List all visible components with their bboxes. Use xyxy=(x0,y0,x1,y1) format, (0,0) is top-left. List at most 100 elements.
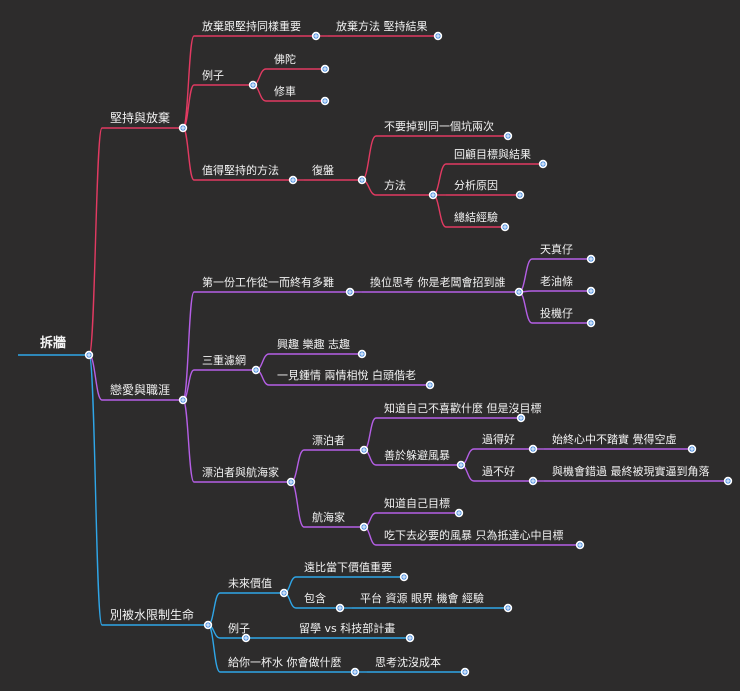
node-label-b0.1.1: 修車 xyxy=(274,84,296,98)
node-label-b1.2.0: 漂泊者 xyxy=(312,434,345,447)
node-toggle-b2.0.1[interactable] xyxy=(335,603,345,613)
node-toggle-b1.2[interactable] xyxy=(286,477,296,487)
connector-b0.2 xyxy=(182,127,195,181)
node-toggle-b0.2.0[interactable] xyxy=(357,175,367,185)
node-toggle-b1.1.1[interactable] xyxy=(425,380,435,390)
node-toggle-b0.0.0[interactable] xyxy=(433,31,443,41)
node-toggle-b2.2.0[interactable] xyxy=(460,667,470,677)
node-label-b1.0.0: 換位思考 你是老闆會招到誰 xyxy=(370,275,506,289)
node-toggle-b0.2.0.1[interactable] xyxy=(428,190,438,200)
node-label-b1.2.0.1.0: 過得好 xyxy=(482,432,515,446)
node-label-b1.1: 三重濾網 xyxy=(202,353,246,367)
node-toggle-b0.2.0.0[interactable] xyxy=(503,131,513,141)
connector-b0.0 xyxy=(182,35,195,129)
node-toggle-b0.2.0.1.2[interactable] xyxy=(500,222,510,232)
connector-b1.2 xyxy=(182,399,195,483)
node-label-b1.1.0: 興趣 樂趣 志趣 xyxy=(277,337,350,351)
node-label-b2.0.1.0: 平台 資源 眼界 機會 經驗 xyxy=(360,591,484,605)
node-label-b0.2.0.1: 方法 xyxy=(384,178,406,192)
node-toggle-b1.2.0.1[interactable] xyxy=(456,460,466,470)
node-label-b2.2.0: 思考沈沒成本 xyxy=(375,655,441,669)
node-toggle-b1.1.0[interactable] xyxy=(357,349,367,359)
node-label-b0.2.0: 復盤 xyxy=(312,164,334,177)
node-label-b2.0.1: 包含 xyxy=(304,591,326,605)
node-toggle-b1.2.0.1.1.0[interactable] xyxy=(723,476,733,486)
node-toggle-b2.2[interactable] xyxy=(350,667,360,677)
node-label-b2: 別被水限制生命 xyxy=(110,607,194,622)
node-toggle-b2.1[interactable] xyxy=(241,633,251,643)
node-label-b1.0: 第一份工作從一而終有多難 xyxy=(202,275,334,289)
node-label-b1.2.0.0: 知道自己不喜歡什麼 但是沒目標 xyxy=(384,401,542,415)
node-label-b2.0.0: 遠比當下價值重要 xyxy=(304,560,392,574)
node-toggle-b1.2.1.0[interactable] xyxy=(454,508,464,518)
root-node-toggle[interactable] xyxy=(84,350,94,360)
node-label-b1.2.0.1: 善於躲避風暴 xyxy=(384,448,450,462)
node-label-b2.1.0: 留學 vs 科技部計畫 xyxy=(299,621,395,635)
node-label-b2.0: 未來價值 xyxy=(228,576,272,590)
connector-b0.2.0.1.2 xyxy=(432,194,447,228)
node-label-b1.2.0.1.1: 過不好 xyxy=(482,464,515,478)
node-toggle-b0.1[interactable] xyxy=(248,80,258,90)
node-toggle-b1.1[interactable] xyxy=(251,365,261,375)
node-toggle-b2.0.1.0[interactable] xyxy=(503,603,513,613)
node-label-b1.2.0.1.0.0: 始終心中不踏實 覺得空虛 xyxy=(552,432,677,446)
node-label-b1.2: 漂泊者與航海家 xyxy=(202,465,279,479)
node-toggle-b1.2.0[interactable] xyxy=(359,445,369,455)
node-toggle-b1.2.1.1[interactable] xyxy=(575,540,585,550)
node-toggle-b1.2.1[interactable] xyxy=(359,522,369,532)
node-toggle-b1.2.0.1.0.0[interactable] xyxy=(687,444,697,454)
node-toggle-b0.1.0[interactable] xyxy=(320,64,330,74)
node-label-b0.2.0.1.2: 總結經驗 xyxy=(454,210,498,224)
node-toggle-b1[interactable] xyxy=(178,395,188,405)
connector-b1.0.0.2 xyxy=(518,291,533,324)
node-label-b0: 堅持與放棄 xyxy=(110,110,170,125)
node-label-b1.2.1: 航海家 xyxy=(312,510,345,524)
node-toggle-b0.2[interactable] xyxy=(288,175,298,185)
connector-b0.2.0.1.0 xyxy=(432,163,447,196)
node-toggle-b1.0[interactable] xyxy=(345,287,355,297)
node-label-b1.2.1.0: 知道自己目標 xyxy=(384,496,450,510)
node-label-b0.0: 放棄跟堅持同樣重要 xyxy=(202,19,301,33)
node-label-b2.2: 給你一杯水 你會做什麼 xyxy=(228,655,342,669)
connector-b2.0 xyxy=(207,592,221,626)
connector-b1.2.1 xyxy=(290,481,305,528)
node-toggle-b2.0.0[interactable] xyxy=(399,572,409,582)
node-toggle-b0.1.1[interactable] xyxy=(320,96,330,106)
node-label-b1.0.0.2: 投機仔 xyxy=(540,306,573,320)
connector-b1.2.0 xyxy=(290,449,305,483)
connector-b0.2.0.0 xyxy=(361,135,377,181)
node-toggle-b1.2.0.1.0[interactable] xyxy=(528,444,538,454)
node-toggle-b1.0.0.2[interactable] xyxy=(586,318,596,328)
node-toggle-b1.0.0[interactable] xyxy=(514,287,524,297)
node-toggle-b2[interactable] xyxy=(203,620,213,630)
node-toggle-b1.2.0.1.1[interactable] xyxy=(528,476,538,486)
node-label-b0.2.0.0: 不要掉到同一個坑兩次 xyxy=(384,119,494,133)
connector-lines xyxy=(18,35,728,673)
connector-b1.0.0.0 xyxy=(518,258,533,293)
node-toggle-b2.1.0[interactable] xyxy=(405,633,415,643)
node-label-b1.2.1.1: 吃下去必要的風暴 只為抵達心中目標 xyxy=(384,528,564,542)
node-label-b0.2.0.1.1: 分析原因 xyxy=(454,178,498,192)
connector-b2 xyxy=(88,354,103,626)
connector-b0 xyxy=(88,127,103,356)
node-toggle-b1.0.0.1[interactable] xyxy=(586,286,596,296)
connector-b1.2.0.0 xyxy=(363,417,377,451)
node-toggle-b2.0[interactable] xyxy=(279,588,289,598)
node-toggle-b1.2.0.0[interactable] xyxy=(516,413,526,423)
node-label-b0.2: 值得堅持的方法 xyxy=(202,163,279,177)
node-toggle-b1.0.0.0[interactable] xyxy=(586,254,596,264)
node-label-b1.1.1: 一見鍾情 兩情相悅 白頭偕老 xyxy=(277,368,416,382)
node-toggle-b0.0[interactable] xyxy=(311,31,321,41)
node-toggle-b0.2.0.1.1[interactable] xyxy=(515,190,525,200)
node-label-b0.0.0: 放棄方法 堅持結果 xyxy=(336,19,428,33)
node-label-b0.1: 例子 xyxy=(202,68,224,82)
node-toggle-b0.2.0.1.0[interactable] xyxy=(538,159,548,169)
node-toggle-b0[interactable] xyxy=(178,123,188,133)
root-topic-label: 拆牆 xyxy=(40,335,66,351)
node-label-b0.2.0.1.0: 回顧目標與結果 xyxy=(454,147,531,161)
node-label-b0.1.0: 佛陀 xyxy=(274,52,296,66)
node-label-b2.1: 例子 xyxy=(228,621,250,635)
node-label-b1: 戀愛與職涯 xyxy=(110,382,170,397)
